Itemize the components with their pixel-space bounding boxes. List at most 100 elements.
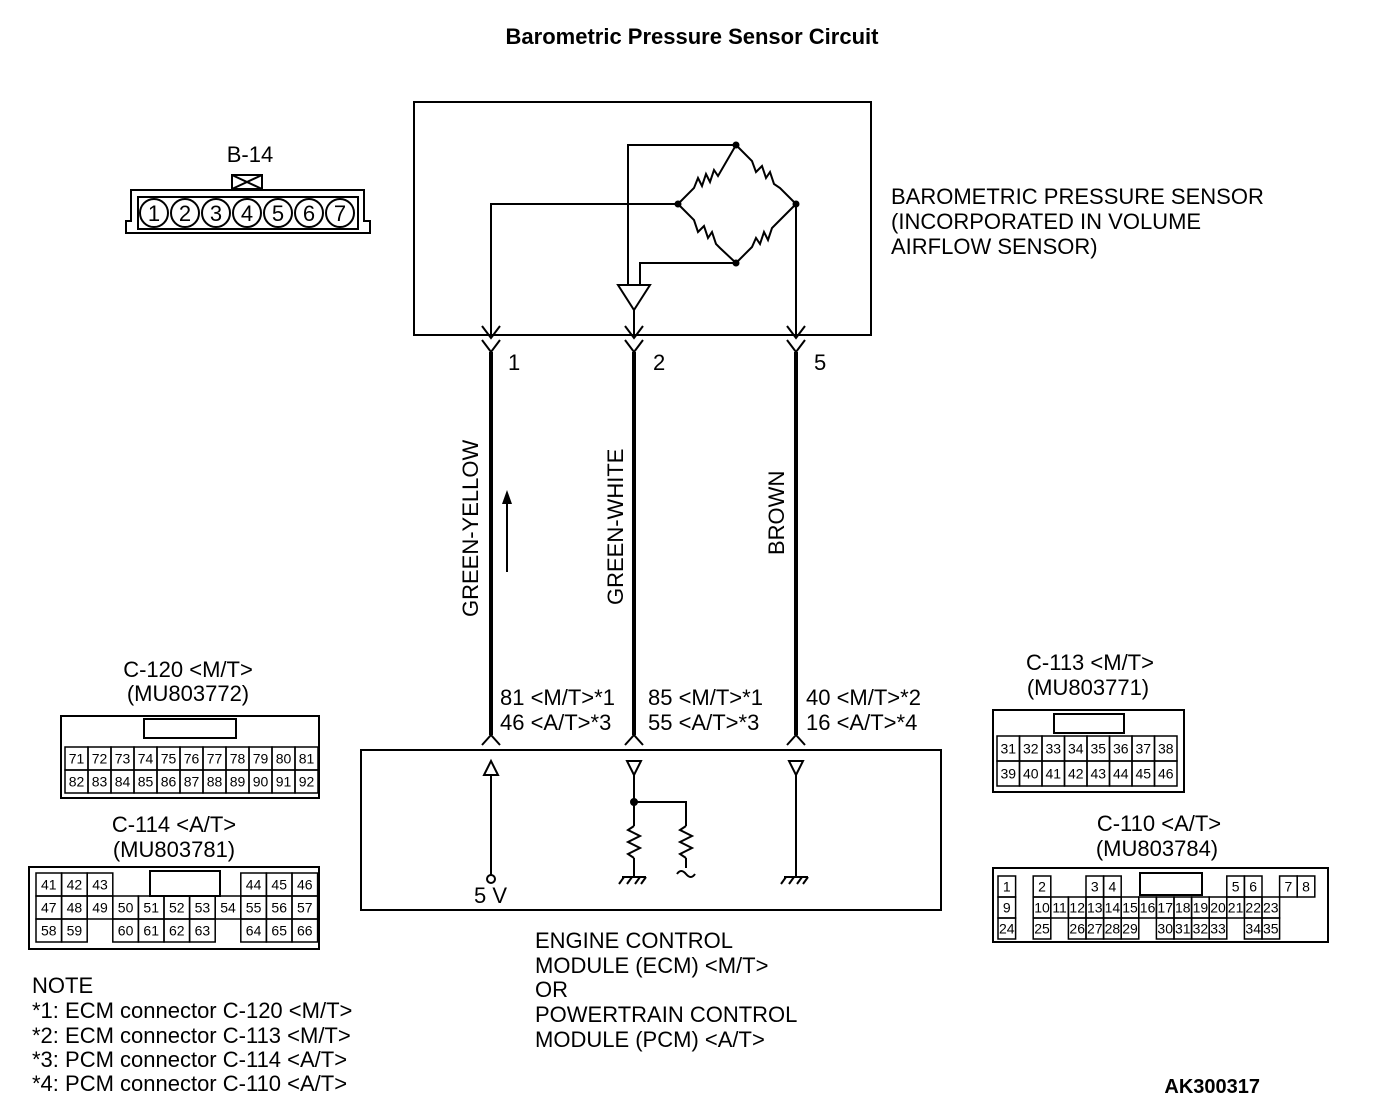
c120-pin-number: 83 <box>92 774 108 790</box>
c110-pin-number: 28 <box>1105 921 1121 937</box>
ecm-sensor-ground <box>780 760 809 885</box>
c114-pin-number: 61 <box>143 923 159 939</box>
connector-c114-part: (MU803781) <box>113 837 235 862</box>
sensor-label-line-1: BAROMETRIC PRESSURE SENSOR <box>891 184 1264 209</box>
c120-pin-number: 86 <box>161 774 177 790</box>
c110-cavity <box>1261 917 1281 940</box>
c110-pin-number: 29 <box>1122 921 1138 937</box>
c110-pin-number: 24 <box>999 921 1015 937</box>
c114-pin-number: 49 <box>92 900 108 916</box>
c113-pin-number: 36 <box>1113 741 1129 757</box>
c120-pin-number: 72 <box>92 751 108 767</box>
sensor-label-line-2: (INCORPORATED IN VOLUME <box>891 209 1201 234</box>
ecm-terminal-1-line-2: 46 <A/T>*3 <box>500 710 611 735</box>
ecm-terminal-3-line-2: 16 <A/T>*4 <box>806 710 917 735</box>
b14-pin-number: 6 <box>303 201 315 226</box>
c114-pin-number: 64 <box>246 923 262 939</box>
sensor-box <box>413 101 872 336</box>
b14-pin-number: 5 <box>272 201 284 226</box>
c110-pin-number: 13 <box>1087 900 1103 916</box>
ecm-label-line-4: POWERTRAIN CONTROL <box>535 1002 797 1027</box>
c113-pin-number: 32 <box>1023 741 1039 757</box>
c120-pin-number: 89 <box>230 774 246 790</box>
ecm-label-line-1: ENGINE CONTROL <box>535 928 733 953</box>
note-line-4: *4: PCM connector C-110 <A/T> <box>32 1071 347 1096</box>
c110-cavity <box>1120 917 1140 940</box>
c120-pin-number: 79 <box>253 751 269 767</box>
b14-pin-number: 3 <box>210 201 222 226</box>
c110-pin-number: 35 <box>1263 921 1279 937</box>
connector-c114-name: C-114 <A/T> <box>112 812 236 837</box>
c110-pin-number: 32 <box>1193 921 1209 937</box>
c110-pin-number: 33 <box>1210 921 1226 937</box>
b14-pin-circle <box>201 198 231 228</box>
c113-pin-number: 43 <box>1090 766 1106 782</box>
c120-pin-number: 90 <box>253 774 269 790</box>
b14-pin-circle <box>294 198 324 228</box>
c114-pin-number: 60 <box>118 923 134 939</box>
c113-pin-number: 31 <box>1000 741 1016 757</box>
c110-pin-number: 26 <box>1069 921 1085 937</box>
ecm-terminal-3-line-1: 40 <M/T>*2 <box>806 685 921 710</box>
c114-pin-number: 54 <box>220 900 236 916</box>
ecm-label-line-2: MODULE (ECM) <M/T> <box>535 953 768 978</box>
c110-pin-number: 3 <box>1091 879 1099 895</box>
b14-pin-number: 1 <box>148 201 160 226</box>
c120-pin-number: 76 <box>184 751 200 767</box>
c114-pin-number: 45 <box>271 877 287 893</box>
sensor-terminals <box>481 325 806 354</box>
ecm-label-line-3: OR <box>535 977 568 1002</box>
c113-pin-number: 35 <box>1090 741 1106 757</box>
c110-pin-number: 9 <box>1003 900 1011 916</box>
c110-pin-number: 16 <box>1140 900 1156 916</box>
c110-pin-number: 12 <box>1069 900 1085 916</box>
pin-number-2: 2 <box>653 350 665 375</box>
c110-pin-number: 34 <box>1245 921 1261 937</box>
c120-pin-number: 77 <box>207 751 223 767</box>
c114-pin-number: 57 <box>297 900 313 916</box>
c120-pin-number: 91 <box>276 774 292 790</box>
b14-pin-circle <box>170 198 200 228</box>
ecm-box <box>360 749 942 911</box>
c114-pin-number: 50 <box>118 900 134 916</box>
c113-pin-number: 44 <box>1113 766 1129 782</box>
c110-pin-number: 5 <box>1232 879 1240 895</box>
c110-pin-number: 23 <box>1263 900 1279 916</box>
c114-pin-number: 47 <box>41 900 57 916</box>
c120-cavity <box>294 769 319 794</box>
c114-pin-number: 62 <box>169 923 185 939</box>
c114-pin-number: 53 <box>195 900 211 916</box>
c110-pin-number: 17 <box>1157 900 1173 916</box>
b14-pin-number: 2 <box>179 201 191 226</box>
c110-pin-number: 19 <box>1193 900 1209 916</box>
c120-pin-number: 92 <box>299 774 315 790</box>
c120-pin-number: 73 <box>115 751 131 767</box>
connector-b14-name: B-14 <box>227 142 273 167</box>
notes: NOTE *1: ECM connector C-120 <M/T> *2: E… <box>32 973 352 1096</box>
c114-pin-number: 43 <box>92 877 108 893</box>
c110-cavity <box>997 917 1017 940</box>
c110-pin-number: 22 <box>1245 900 1261 916</box>
c113-pin-number: 40 <box>1023 766 1039 782</box>
signal-direction-arrow <box>502 490 512 572</box>
pin-number-1: 1 <box>508 350 520 375</box>
c120-pin-number: 75 <box>161 751 177 767</box>
wire-color-green-white: GREEN-WHITE <box>603 449 628 605</box>
c110-pin-number: 6 <box>1249 879 1257 895</box>
b14-pin-circle <box>232 198 262 228</box>
ecm-label-line-5: MODULE (PCM) <A/T> <box>535 1027 765 1052</box>
c114-pin-number: 66 <box>297 923 313 939</box>
c120-pin-number: 80 <box>276 751 292 767</box>
ecm-terminal-2-line-1: 85 <M/T>*1 <box>648 685 763 710</box>
c110-pin-number: 7 <box>1285 879 1293 895</box>
c110-pin-number: 15 <box>1122 900 1138 916</box>
c120-pin-number: 82 <box>69 774 85 790</box>
c110-pin-number: 31 <box>1175 921 1191 937</box>
c113-pin-number: 33 <box>1045 741 1061 757</box>
c120-pin-number: 84 <box>115 774 131 790</box>
